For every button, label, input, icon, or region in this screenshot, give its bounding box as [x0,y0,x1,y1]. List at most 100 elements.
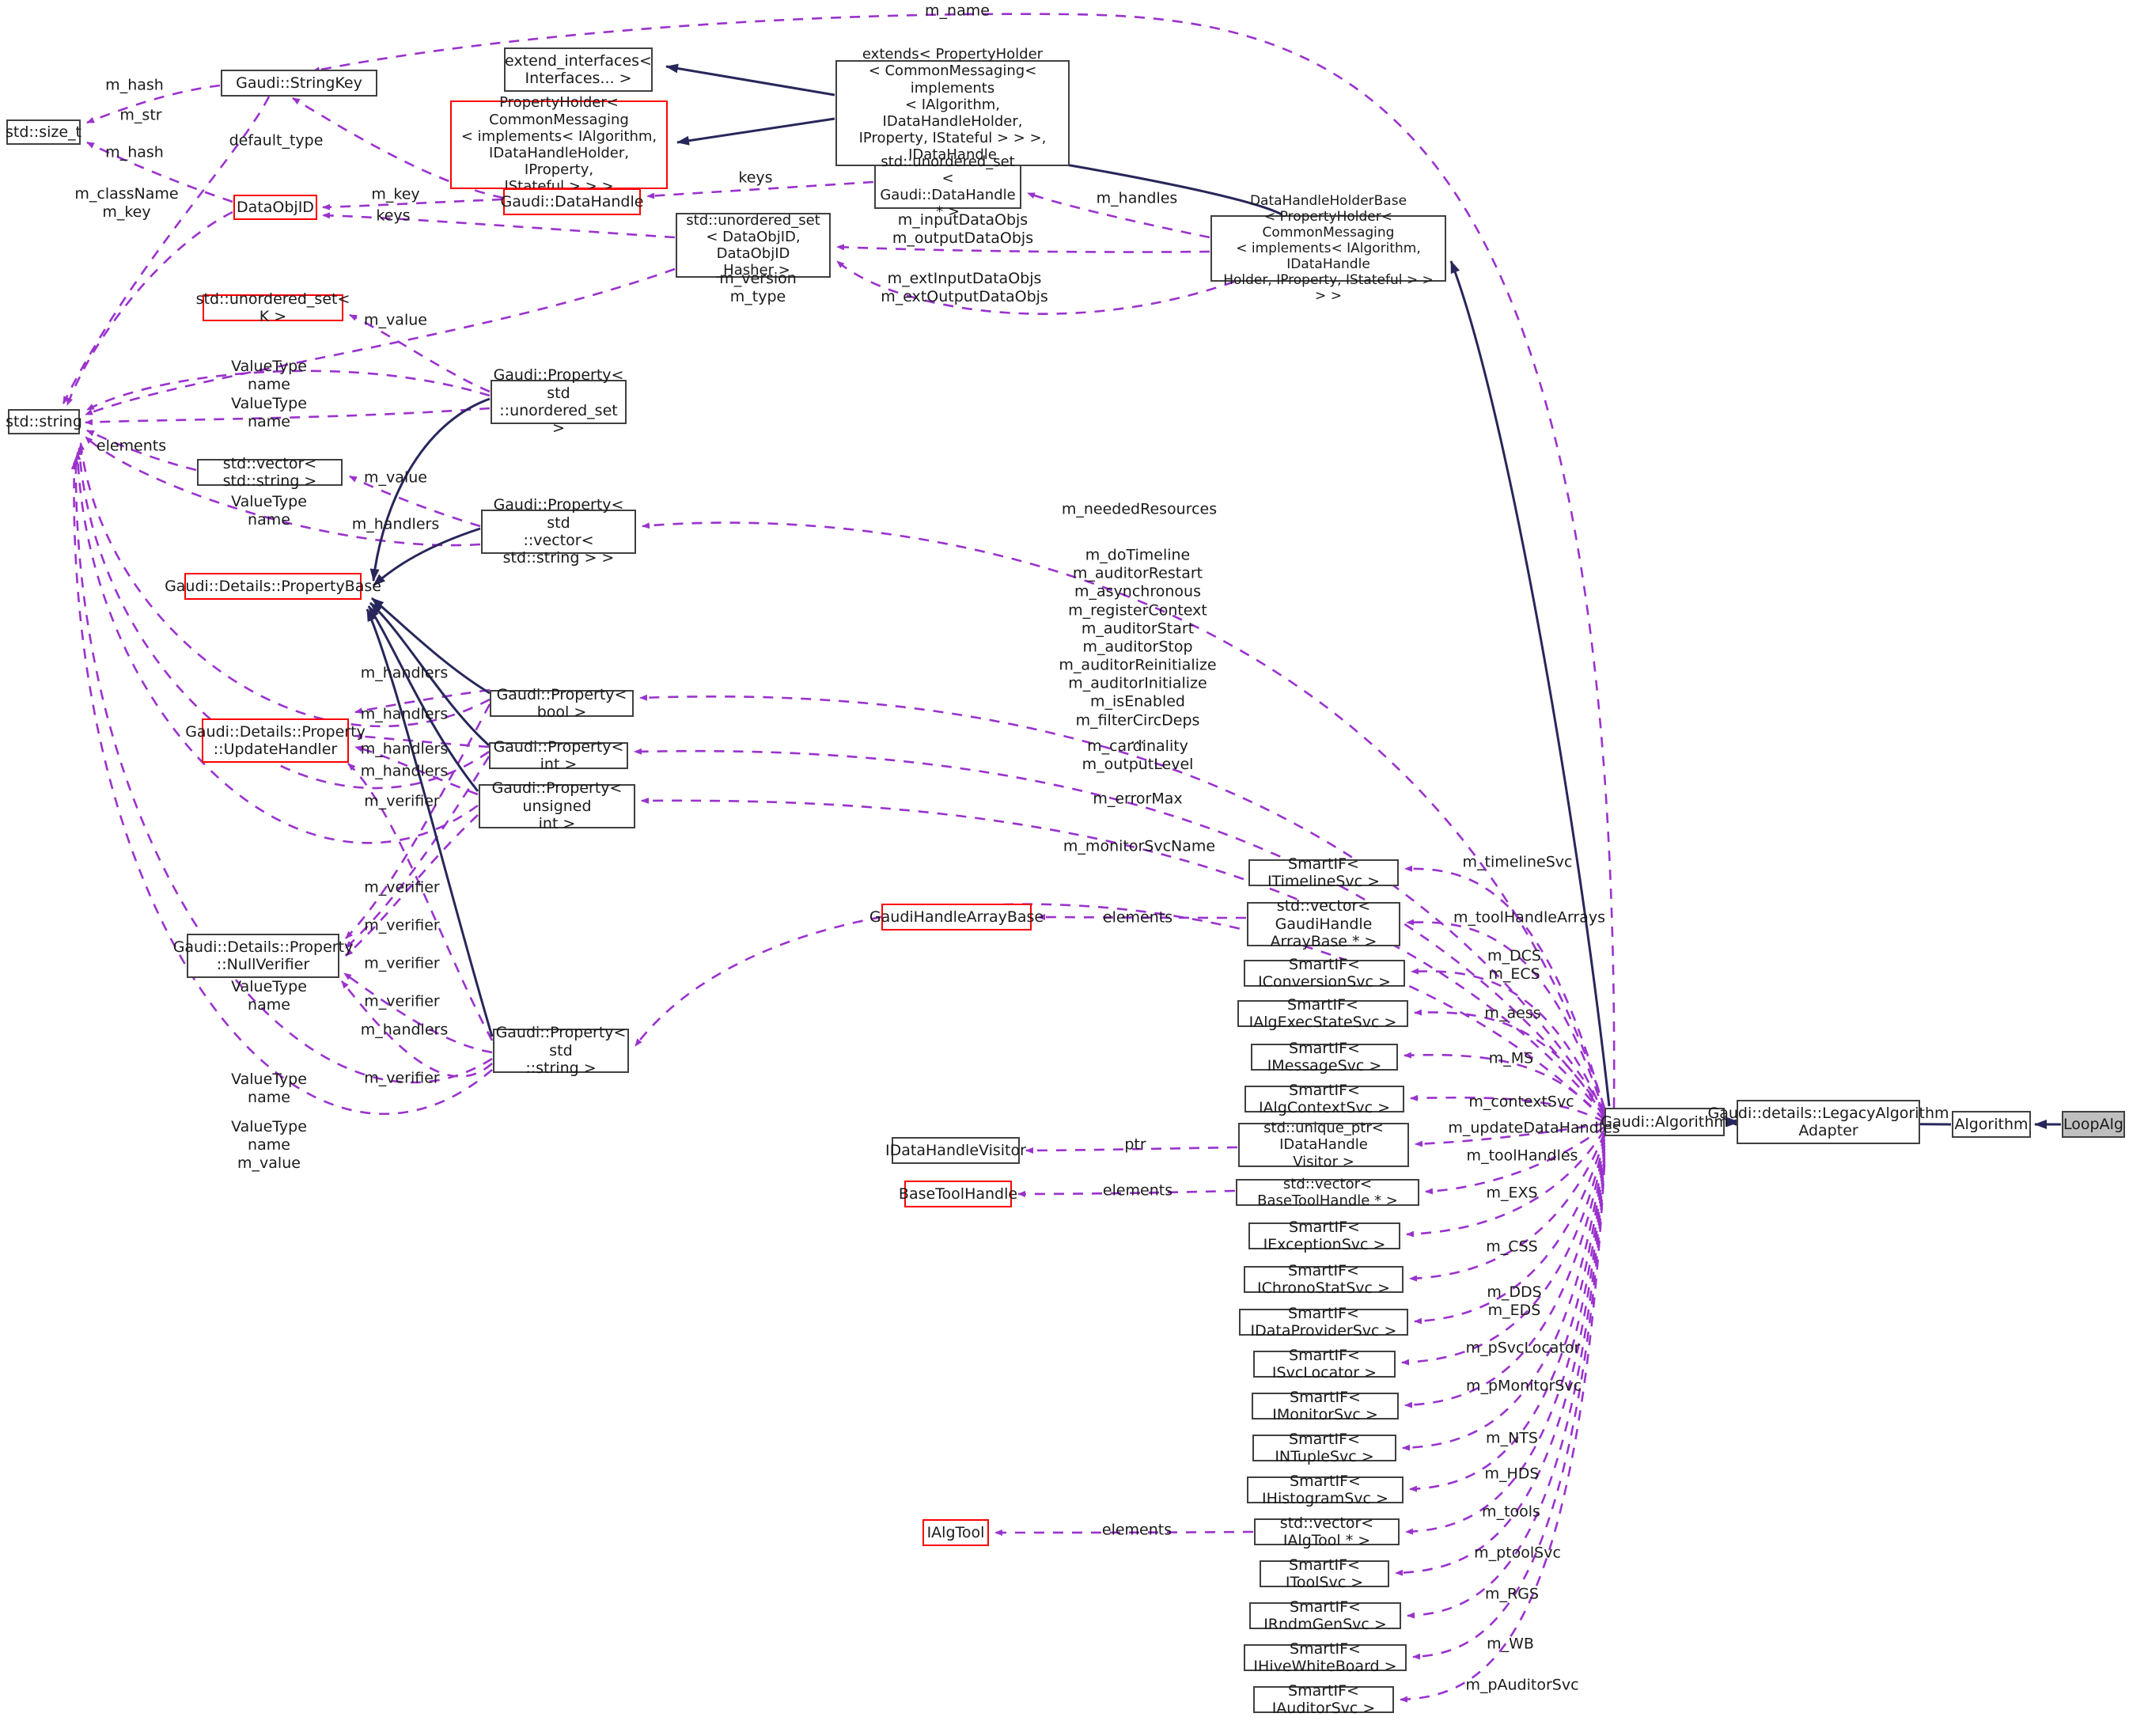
node-property-string: Gaudi::Property< std ::string > [493,1024,629,1077]
edge-label-m-exs: m_EXS [1486,1184,1538,1202]
node-std-size-t: std::size_t [6,119,81,145]
edge-label-m-dcs-m-ecs: m_DCS m_ECS [1487,946,1541,983]
edge-label-m-pmonitorsvc: m_pMonitorSvc [1465,1377,1582,1395]
edge-label-m-hash-2: m_hash [105,143,164,161]
edge-label-m-hds: m_HDS [1484,1465,1540,1483]
edge-label-valuetype-name-3: ValueType name [231,492,307,529]
node-gaudi-datahandle: Gaudi::DataHandle [501,188,643,215]
edge-label-keys-1: keys [738,169,773,187]
edge-label-m-aess: m_aess [1484,1004,1541,1022]
node-legacy-algorithm-adapter: Gaudi::details::LegacyAlgorithm Adapter [1707,1100,1949,1144]
node-vector-string: std::vector< std::string > [197,455,343,490]
node-property-vector-string: Gaudi::Property< std ::vector< std::stri… [481,496,636,567]
node-smartif-iexceptionsvc: SmartIF< IExceptionSvc > [1248,1219,1400,1253]
node-smartif-itoolsvc: SmartIF< IToolSvc > [1260,1556,1389,1591]
node-property-bool: Gaudi::Property< bool > [490,686,634,721]
node-propertyholder: PropertyHolder< CommonMessaging < implem… [450,94,668,195]
node-extends: extends< PropertyHolder < CommonMessagin… [835,46,1070,180]
node-unordered-set-datahandle: std::unordered_set < Gaudi::DataHandle *… [874,154,1021,220]
edge-label-m-handlers-6: m_handlers [360,1021,449,1039]
edge-label-m-monitorsvcname: m_monitorSvcName [1063,837,1216,855]
edge-label-m-toolhandles: m_toolHandles [1466,1147,1578,1165]
edge-label-m-verifier-5: m_verifier [364,992,440,1010]
edge-label-m-pauditorsvc: m_pAuditorSvc [1465,1676,1579,1694]
edge-label-ptr: ptr [1124,1135,1146,1154]
node-smartif-isvclocator: SmartIF< ISvcLocator > [1253,1347,1396,1382]
edge-label-m-nts: m_NTS [1486,1429,1538,1447]
node-propertybase: Gaudi::Details::PropertyBase [165,573,381,600]
edge-label-m-handlers-1: m_handlers [351,515,440,533]
edge-label-valuetype-name-m-value: ValueType name m_value [231,1118,307,1173]
node-property-updatehandler: Gaudi::Details::Property ::UpdateHandler [185,718,366,763]
node-vector-ialgtool: std::vector< IAlgTool * > [1254,1514,1400,1549]
node-smartif-ichronostatsvc: SmartIF< IChronoStatSvc > [1244,1262,1404,1297]
edge-label-valuetype-name-4: ValueType name [231,977,307,1014]
node-std-string: std::string [6,409,82,434]
edge-label-valuetype-name-1: ValueType name [231,357,307,393]
node-smartif-ihivewhiteboard: SmartIF< IHiveWhiteBoard > [1244,1640,1407,1675]
edge-label-default-type: default_type [229,131,324,150]
edge-label-m-handlers-2: m_handlers [360,664,449,682]
node-basetoolhandle: BaseToolHandle [899,1181,1017,1207]
edge-label-elements-4: elements [1101,1521,1172,1539]
node-smartif-iauditorsvc: SmartIF< IAuditorSvc > [1253,1682,1394,1717]
edge-label-bool-properties: m_doTimeline m_auditorRestart m_asynchro… [1059,546,1217,748]
edge-label-m-handlers-3: m_handlers [360,705,449,723]
edge-label-elements-3: elements [1102,1181,1173,1200]
node-smartif-intuplesvc: SmartIF< INTupleSvc > [1252,1431,1396,1465]
node-property-unsigned-int: Gaudi::Property< unsigned int > [479,779,635,832]
node-unique-ptr-idatahandlevisitor: std::unique_ptr< IDataHandle Visitor > [1238,1120,1409,1170]
edge-label-m-neededresources: m_neededResources [1061,500,1218,518]
edge-label-m-ptoolsvc: m_ptoolSvc [1474,1544,1561,1562]
edge-label-m-hash: m_hash [105,76,164,94]
edge-label-elements-2: elements [1102,908,1173,927]
edge-label-m-handlers-4: m_handlers [360,740,449,758]
node-property-nullverifier: Gaudi::Details::Property ::NullVerifier [173,934,353,978]
edge-label-m-errormax: m_errorMax [1093,790,1183,808]
edge-label-m-tools: m_tools [1482,1503,1540,1521]
edge-label-m-wb: m_WB [1487,1635,1534,1653]
edge-label-m-ms: m_MS [1488,1049,1534,1067]
node-property-int: Gaudi::Property< int > [489,738,628,773]
edge-label-m-classname-m-key: m_className m_key [74,184,179,221]
node-unordered-set-dataobjid: std::unordered_set < DataObjID, DataObjI… [676,212,831,279]
node-extend-interfaces: extend_interfaces< Interfaces... > [504,47,653,92]
edge-label-elements-1: elements [96,437,167,455]
edge-label-m-dds-m-eds: m_DDS m_EDS [1487,1283,1542,1319]
node-ialgtool: IAlgTool [922,1519,989,1546]
node-vector-gaudihandlearraybase: std::vector< GaudiHandle ArrayBase * > [1247,897,1400,950]
node-smartif-imessagesvc: SmartIF< IMessageSvc > [1251,1040,1398,1075]
edge-label-ext-input-output-dataobjs: m_extInputDataObjs m_extOutputDataObjs [881,269,1048,305]
node-smartif-ialgcontextsvc: SmartIF< IAlgContextSvc > [1244,1082,1404,1116]
edge-label-m-toolhandlearrays: m_toolHandleArrays [1453,908,1606,927]
edge-label-m-updatedatahandles: m_updateDataHandles [1448,1119,1620,1137]
node-dataobjid: DataObjID [233,195,317,220]
node-smartif-ialgexecstatesvc: SmartIF< IAlgExecStateSvc > [1237,996,1408,1031]
edge-label-m-verifier-6: m_verifier [364,1069,440,1087]
edge-label-m-verifier-4: m_verifier [364,954,440,972]
edge-label-m-str: m_str [119,106,162,124]
edge-label-m-css: m_CSS [1486,1238,1538,1256]
edge-label-m-verifier-2: m_verifier [364,878,440,896]
node-property-unordered-set: Gaudi::Property< std ::unordered_set > [491,366,627,437]
edge-label-m-contextsvc: m_contextSvc [1468,1093,1574,1111]
edge-label-valuetype-name-5: ValueType name [231,1070,307,1106]
node-unordered-set-k: std::unordered_set< K > [195,290,350,325]
node-gaudi-algorithm: Gaudi::Algorithm [1601,1108,1729,1136]
edge-label-m-timelinesvc: m_timelineSvc [1462,853,1573,871]
node-gaudi-stringkey: Gaudi::StringKey [221,70,377,97]
node-gaudihandlearraybase: GaudiHandleArrayBase [869,904,1044,931]
edge-label-m-rgs: m_RGS [1485,1585,1539,1603]
edge-label-m-name: m_name [925,2,990,20]
edge-label-keys-2: keys [376,207,411,225]
edge-label-m-key: m_key [371,185,420,203]
node-smartif-ihistogramsvc: SmartIF< IHistogramSvc > [1247,1473,1404,1507]
node-smartif-iconversionsvc: SmartIF< IConversionSvc > [1244,956,1405,991]
edge-label-m-cardinality-m-outputlevel: m_cardinality m_outputLevel [1082,737,1194,773]
edge-label-m-value-1: m_value [364,311,427,329]
node-algorithm: Algorithm [1952,1111,2031,1138]
node-idatahandlevisitor: IDataHandleVisitor [885,1137,1026,1164]
node-smartif-itimelinesvc: SmartIF< ITimelineSvc > [1248,855,1399,890]
